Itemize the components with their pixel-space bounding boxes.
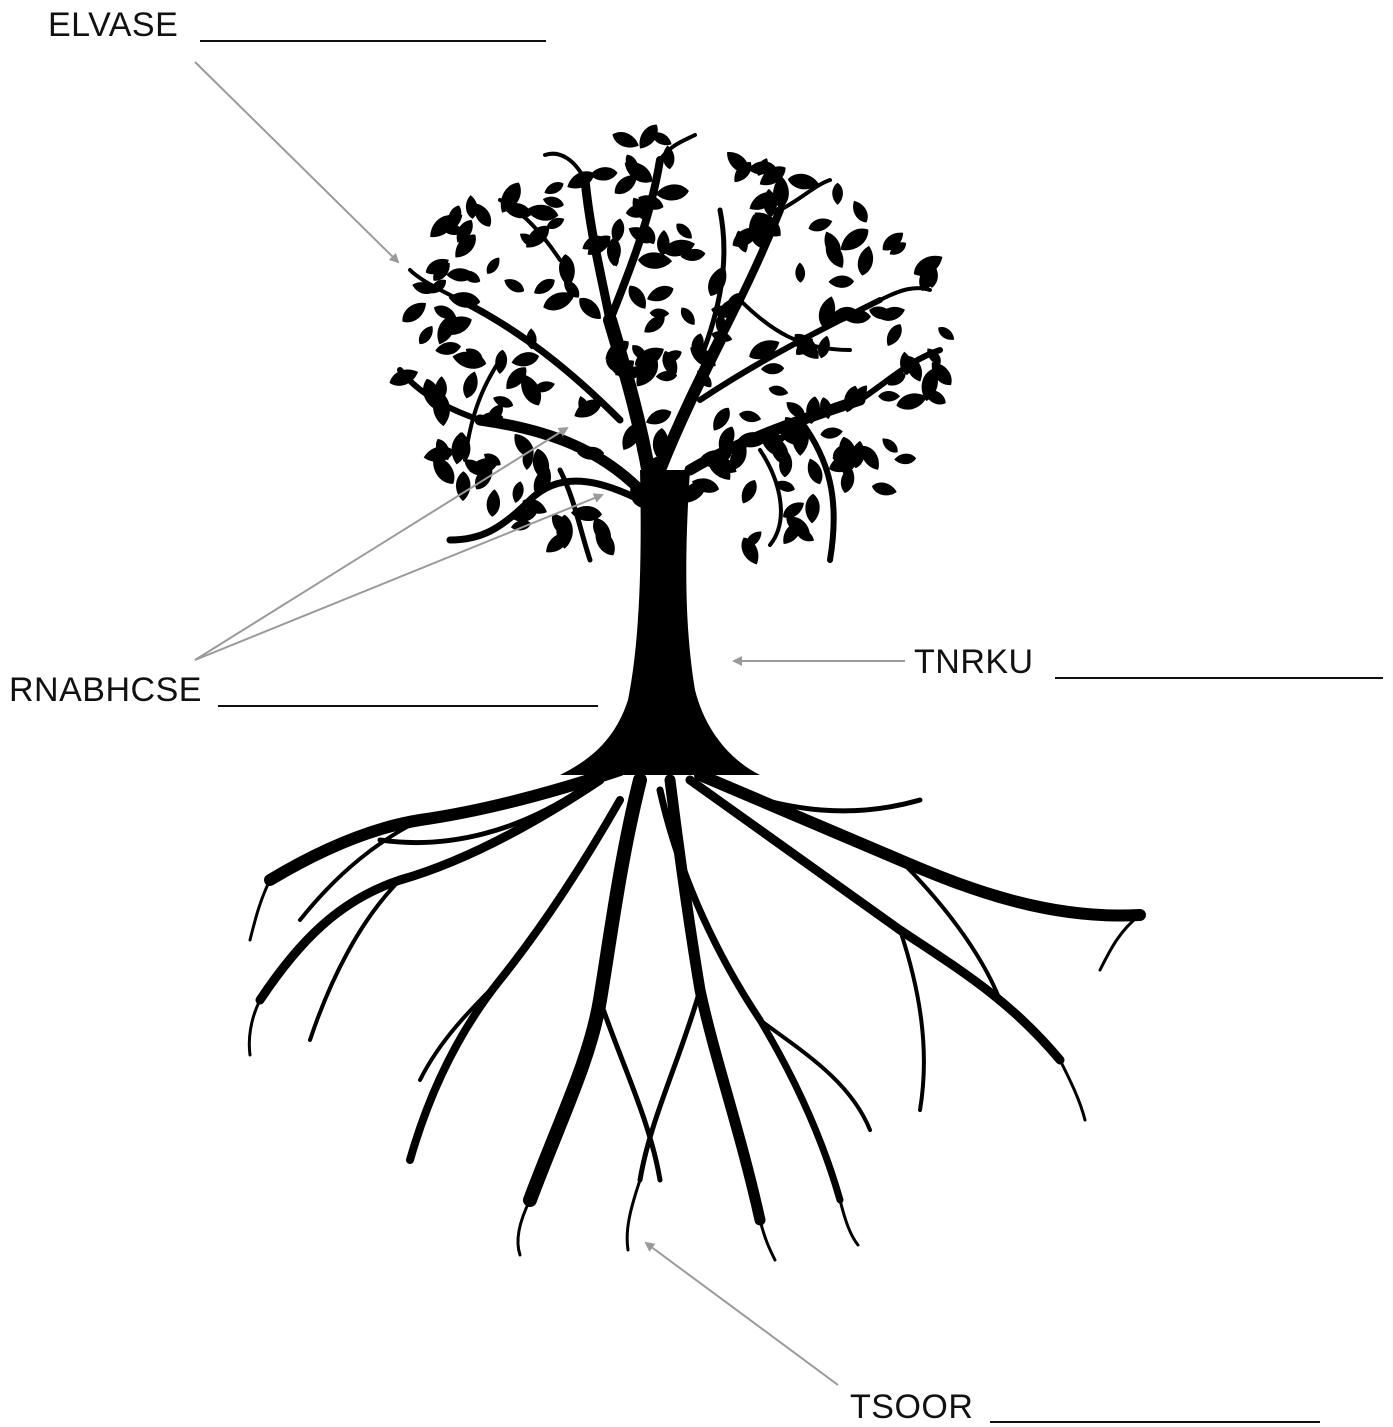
leaf-shape <box>677 305 698 328</box>
leaf-shape <box>820 426 844 440</box>
label-trunk: TNRKU <box>914 645 1034 679</box>
pointer-lines <box>195 62 905 1385</box>
leaf-shape <box>828 275 854 288</box>
leaf-shape <box>494 349 509 375</box>
answer-blank-leaves[interactable] <box>200 40 546 42</box>
leaf-shape <box>673 220 695 242</box>
leaf-shape <box>486 489 502 518</box>
leaf-shape <box>542 179 566 198</box>
leaf-shape <box>849 198 872 226</box>
label-branches: RNABHCSE <box>9 673 202 707</box>
leaf-shape <box>610 128 642 152</box>
answer-blank-roots[interactable] <box>990 1421 1320 1423</box>
leaf-shape <box>737 477 760 506</box>
leaf-shape <box>624 282 651 313</box>
leaf-shape <box>643 406 673 429</box>
leaf-shape <box>422 444 456 465</box>
roots <box>249 770 1140 1260</box>
leaf-shape <box>655 183 690 202</box>
leaf-shape <box>894 453 916 465</box>
label-roots: TSOOR <box>850 1390 973 1424</box>
roots-pointer <box>646 1243 838 1385</box>
leaf-shape <box>807 215 834 234</box>
leaf-shape <box>855 244 876 277</box>
answer-blank-branches[interactable] <box>218 705 598 707</box>
leaf-shape <box>738 409 763 425</box>
leaf-shape <box>510 350 541 370</box>
leaf-shape <box>935 324 957 344</box>
leaf-shape <box>883 321 906 349</box>
answer-blank-trunk[interactable] <box>1055 677 1383 679</box>
leaf-shape <box>460 370 481 401</box>
leaf-shape <box>398 297 431 327</box>
leaf-shape <box>415 323 436 347</box>
leaf-shape <box>832 183 843 205</box>
leaf-shape <box>879 435 901 456</box>
leaf-shape <box>502 275 527 296</box>
leaf-shape <box>805 494 820 524</box>
leaf-shape <box>795 262 805 282</box>
label-leaves: ELVASE <box>48 8 178 42</box>
leaf-shape <box>871 480 899 498</box>
branches-pointer-upper <box>195 428 567 660</box>
leaf-shape <box>761 363 785 375</box>
leaf-shape <box>767 384 789 398</box>
leaves-pointer <box>195 62 398 262</box>
leaf-shape <box>483 255 503 277</box>
branches-pointer-lower <box>195 495 602 660</box>
leaf-shape <box>878 391 900 402</box>
leaf-shape <box>644 282 676 305</box>
